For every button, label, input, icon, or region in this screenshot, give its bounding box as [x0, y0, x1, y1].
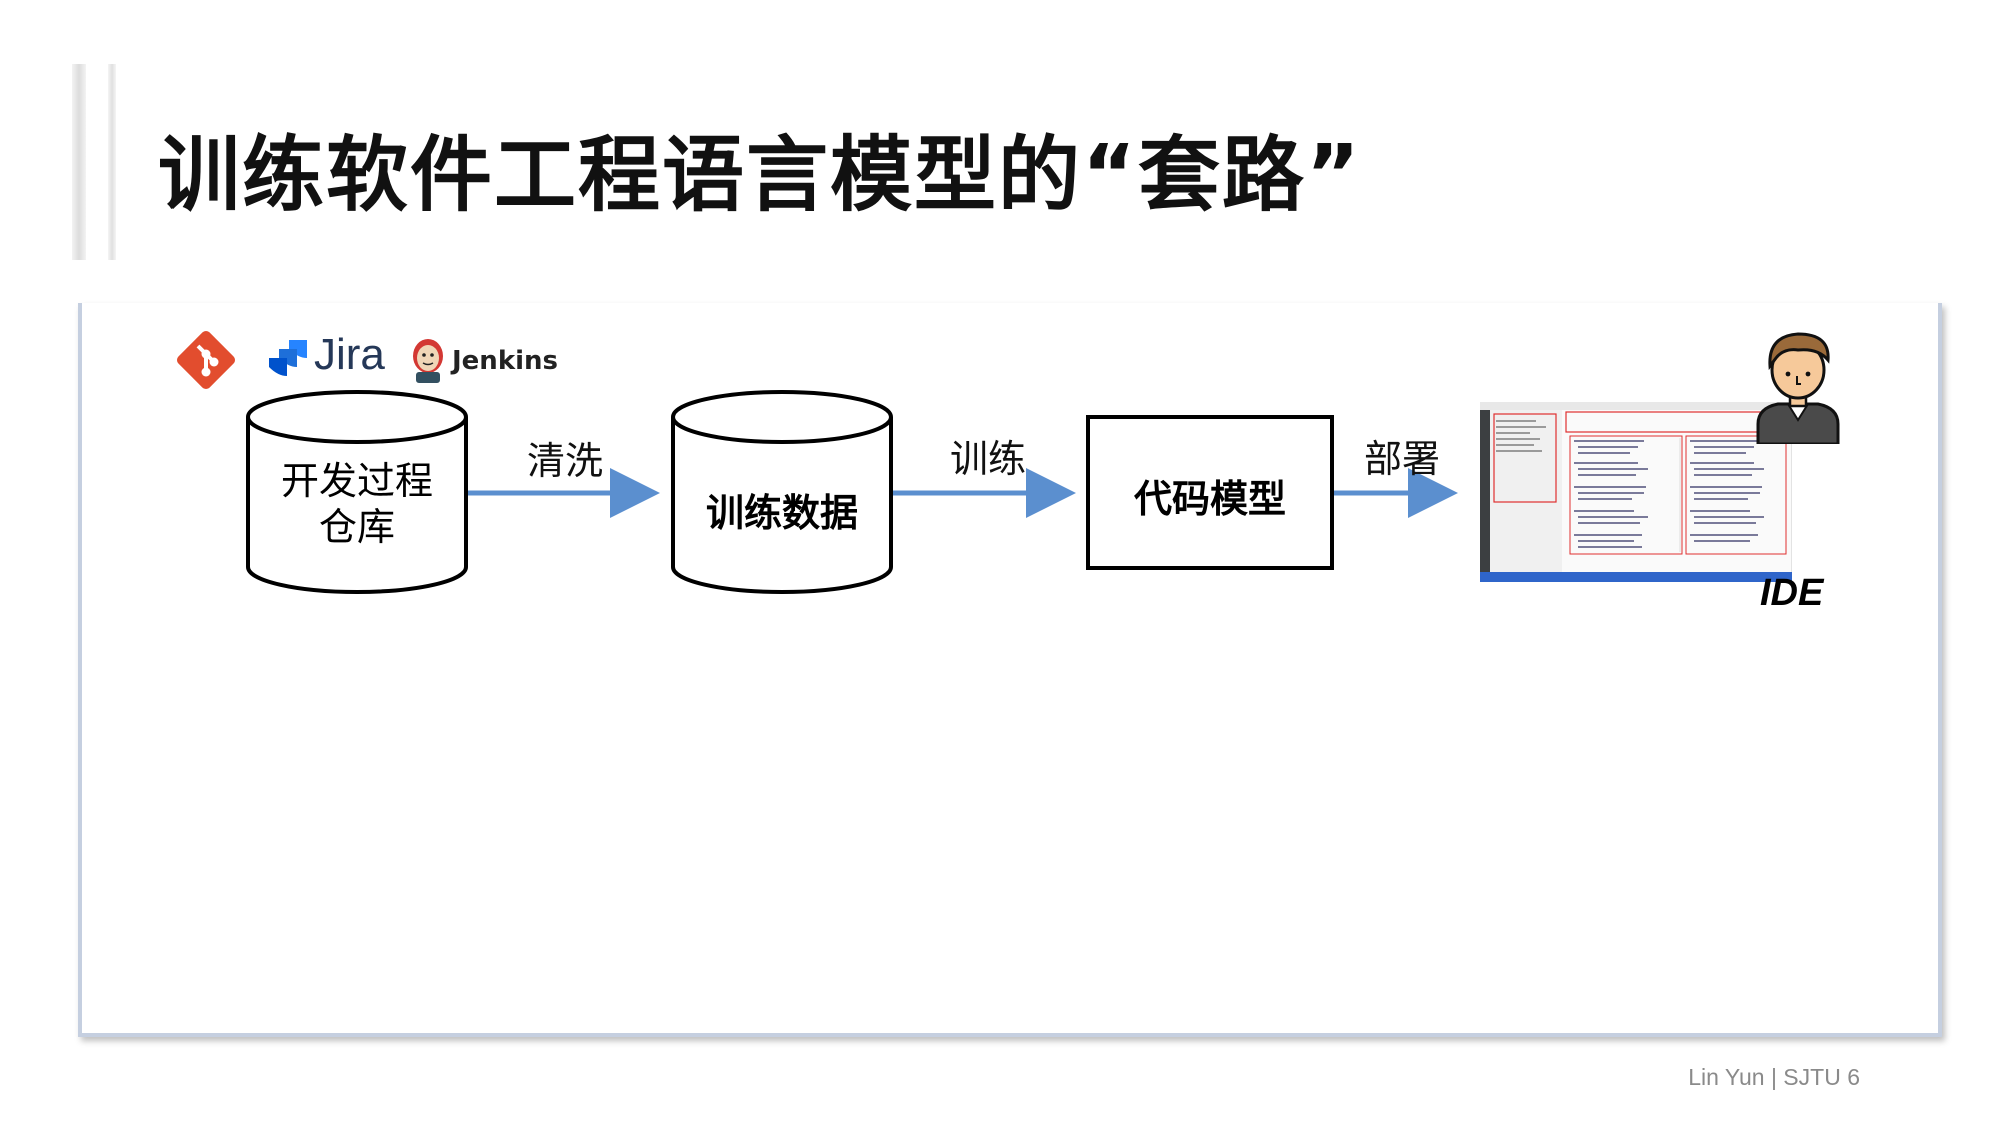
edge-label-clean: 清洗	[527, 439, 604, 483]
repo-label-line1: 开发过程	[280, 459, 433, 503]
git-logo-icon	[176, 330, 236, 390]
repo-label: 开发过程 仓库	[248, 458, 466, 550]
jira-logo-text: Jira	[314, 330, 385, 379]
code-model-label: 代码模型	[1133, 476, 1286, 521]
decorative-bar	[72, 64, 86, 260]
repo-cylinder	[246, 390, 468, 594]
edge-label-train: 训练	[950, 437, 1027, 481]
jenkins-logo-text: Jenkins	[452, 346, 559, 376]
jenkins-logo-icon	[413, 339, 443, 383]
page-title: 训练软件工程语言模型的“套路”	[158, 128, 1362, 223]
edge-label-deploy: 部署	[1364, 437, 1441, 481]
jira-logo-icon	[269, 340, 307, 376]
train-data-cylinder	[671, 390, 893, 594]
user-avatar-icon	[1756, 332, 1840, 444]
repo-label-line2: 仓库	[318, 505, 395, 549]
decorative-bar	[108, 64, 116, 260]
ide-screenshot	[1480, 402, 1792, 582]
train-data-label: 训练数据	[705, 490, 858, 535]
code-model-box	[1086, 415, 1334, 570]
ide-label: IDE	[1760, 572, 1824, 614]
slide-footer: Lin Yun | SJTU 6	[1688, 1064, 1860, 1090]
